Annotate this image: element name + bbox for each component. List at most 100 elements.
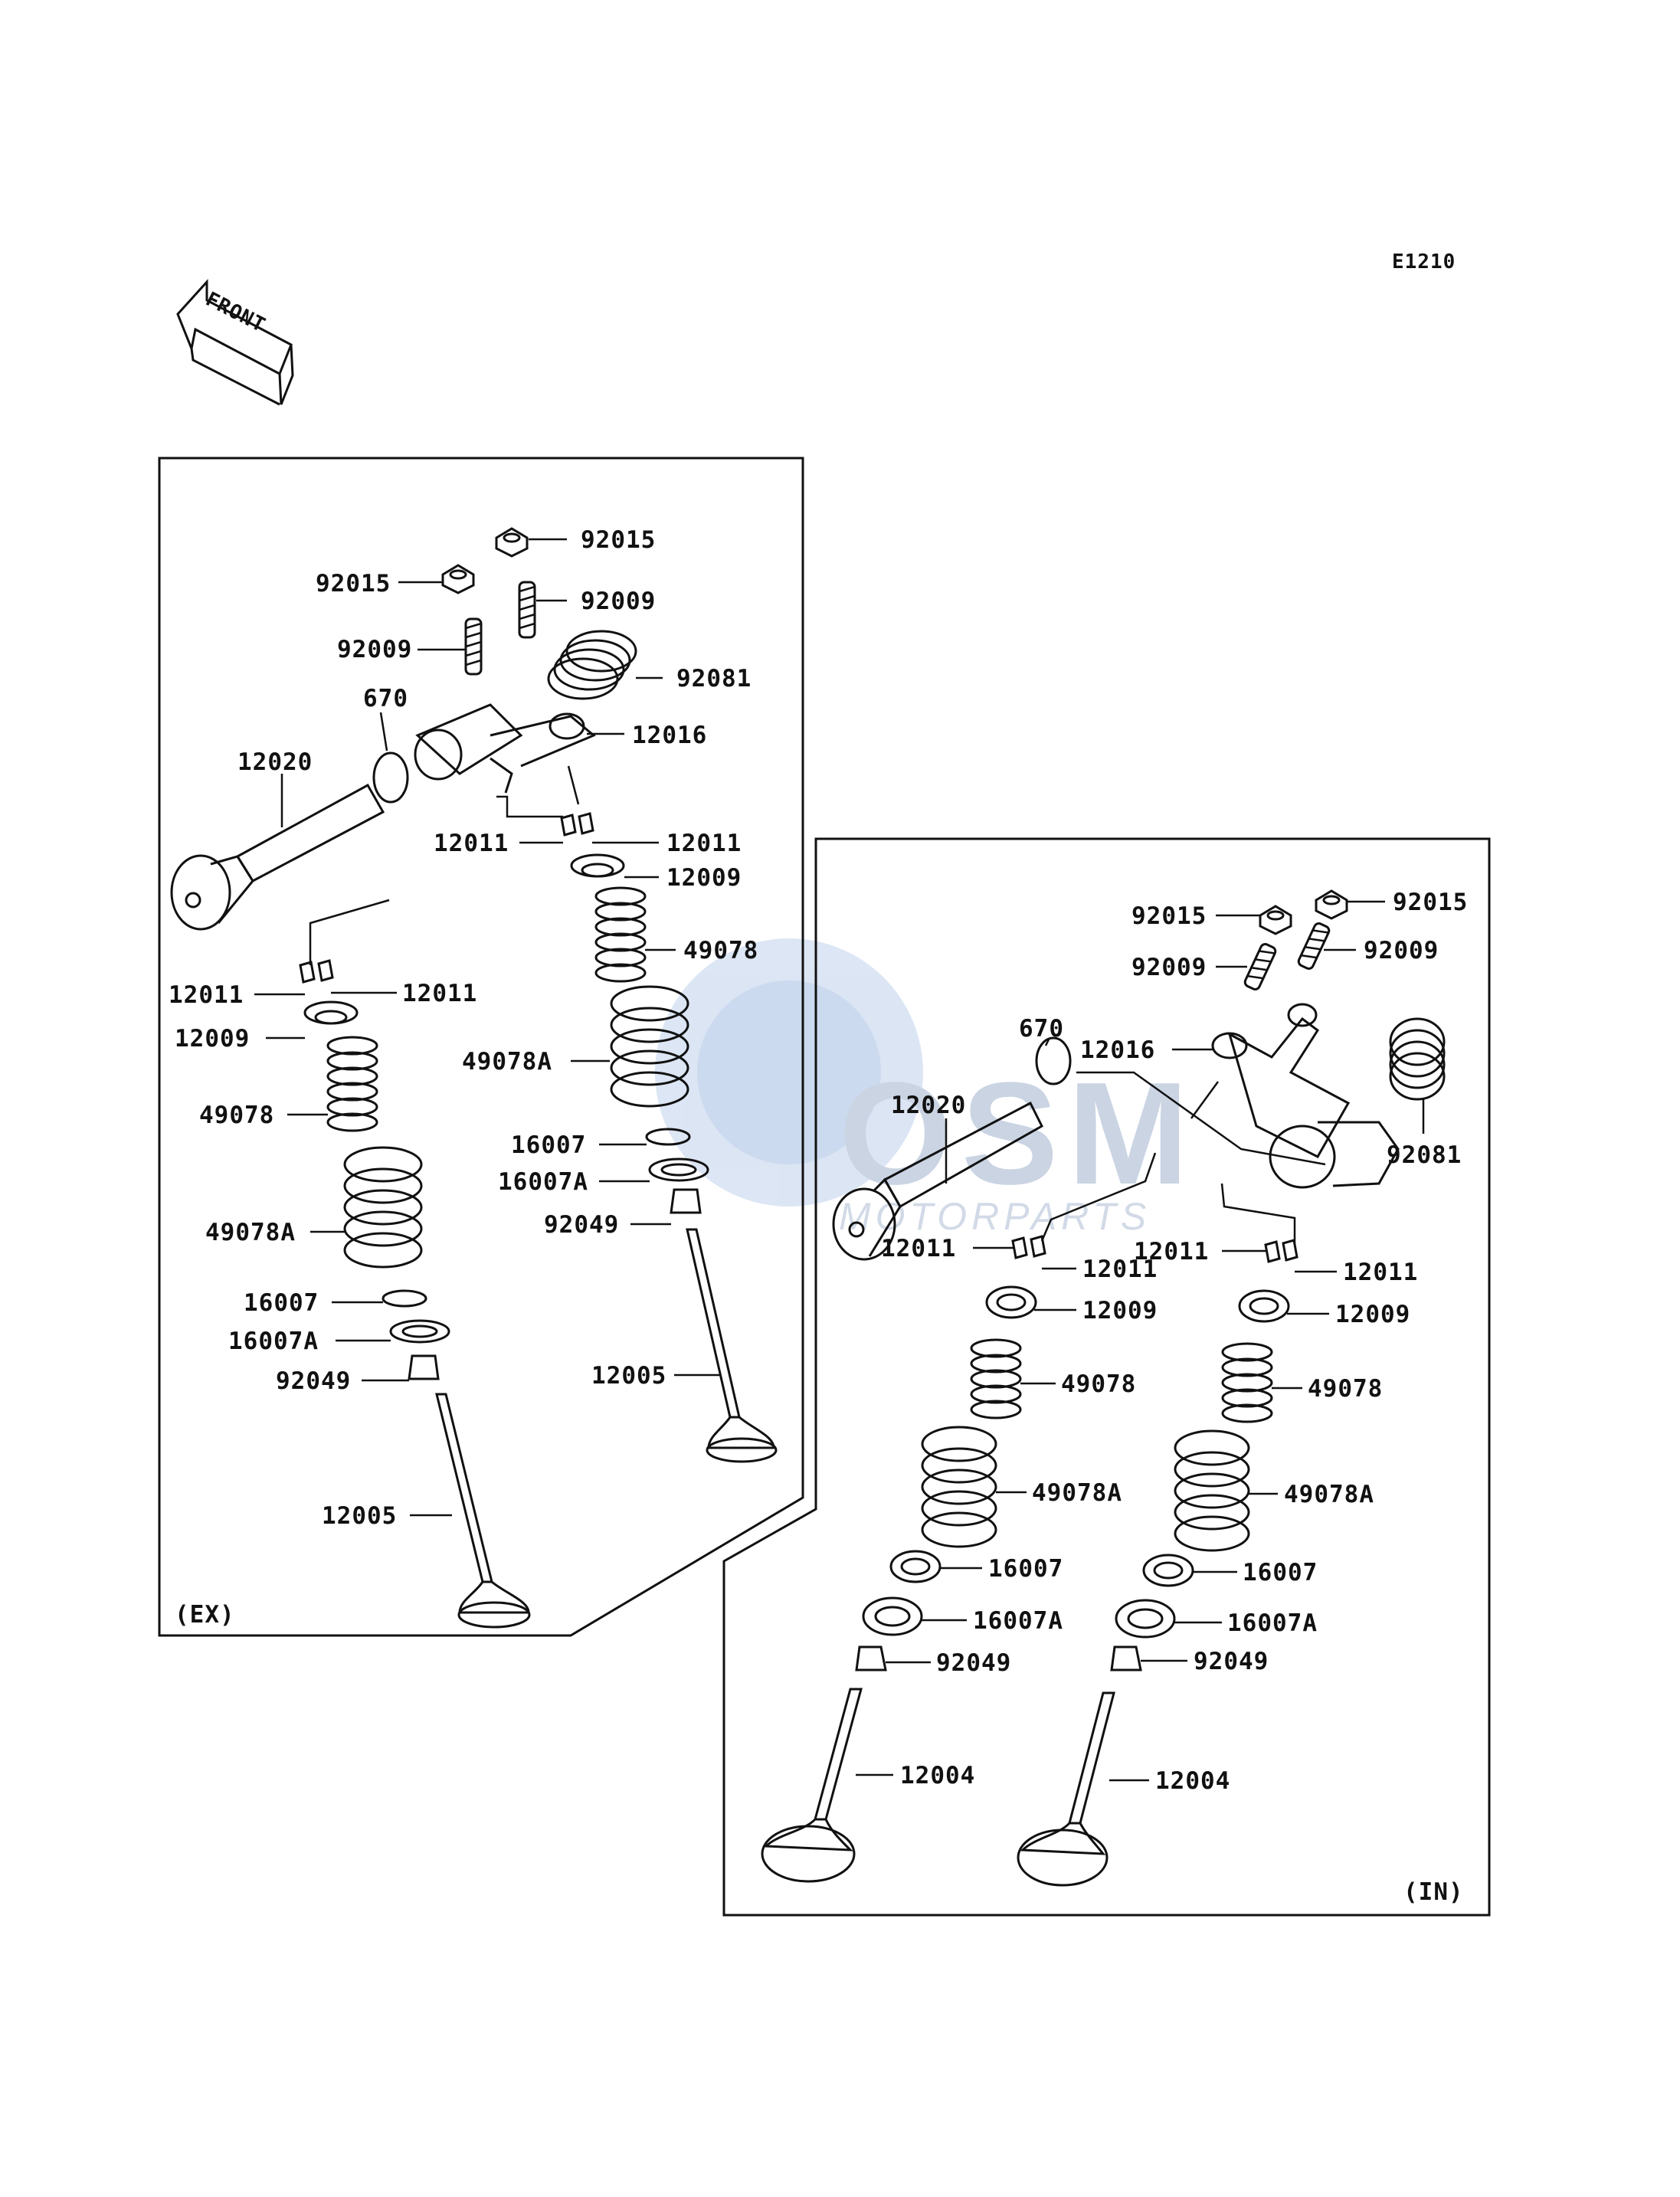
- stem-seal-icon: [855, 1645, 887, 1671]
- rocker-arm-icon: [1211, 1003, 1400, 1189]
- nut-icon: [1259, 905, 1292, 935]
- spring-retainer-icon: [570, 853, 625, 878]
- part-label: 49078: [683, 937, 758, 964]
- spring-retainer-icon: [303, 1000, 359, 1025]
- inner-spring-icon: [970, 1338, 1022, 1419]
- exhaust-valve-icon: [686, 1228, 778, 1463]
- spring-seat-icon: [645, 1128, 691, 1146]
- screw-icon: [1243, 943, 1277, 990]
- connector-line: [567, 765, 580, 805]
- part-label: 670: [363, 685, 408, 712]
- connector-line: [1220, 1183, 1296, 1245]
- part-label: 92081: [676, 665, 752, 692]
- valve-stack-left: [761, 1235, 1046, 1883]
- part-label: 16007: [988, 1555, 1063, 1583]
- connector-line: [309, 899, 390, 965]
- part-label: 12011: [169, 981, 244, 1009]
- part-label: 49078A: [205, 1219, 296, 1246]
- section-label: (EX): [175, 1601, 235, 1629]
- spring-seat-a-icon: [648, 1157, 709, 1182]
- outer-spring-icon: [921, 1426, 997, 1548]
- outer-spring-icon: [610, 985, 689, 1108]
- part-label: 12020: [237, 748, 313, 776]
- part-label: 12009: [175, 1025, 250, 1053]
- connector-line: [496, 795, 563, 818]
- o-ring-icon: [372, 751, 409, 804]
- part-label: 92015: [316, 570, 391, 598]
- valve-cotter-icon: [1264, 1239, 1298, 1263]
- part-label: 49078: [199, 1102, 274, 1129]
- valve-stack-left: [299, 959, 531, 1629]
- nut-icon: [495, 527, 529, 558]
- spring-retainer-icon: [1238, 1289, 1290, 1323]
- valve-stack-right: [560, 812, 778, 1463]
- part-label: 12011: [1343, 1259, 1418, 1286]
- part-label: 92049: [544, 1211, 619, 1239]
- connector-line: [1040, 1152, 1157, 1242]
- intake-valve-icon: [1017, 1691, 1115, 1887]
- spring-seat-icon: [1142, 1554, 1194, 1587]
- intake-frame: [722, 837, 1491, 1917]
- part-label: 12011: [1082, 1256, 1158, 1283]
- part-label: 670: [1019, 1015, 1064, 1043]
- part-label: 12016: [1080, 1036, 1155, 1064]
- part-label: 92009: [337, 636, 412, 663]
- part-label: 92049: [276, 1367, 351, 1395]
- inner-spring-icon: [1221, 1342, 1273, 1423]
- inner-spring-icon: [326, 1036, 378, 1132]
- part-label: 12009: [666, 864, 742, 892]
- rocker-shaft-icon: [832, 1101, 1043, 1261]
- part-label: 16007A: [228, 1328, 319, 1355]
- valve-cotter-icon: [299, 959, 334, 984]
- valve-cotter-icon: [1011, 1235, 1046, 1259]
- part-label: 92009: [1364, 937, 1439, 964]
- part-label: 12009: [1082, 1297, 1158, 1324]
- nut-icon: [441, 564, 475, 594]
- part-label: 49078A: [1284, 1481, 1374, 1508]
- screw-icon: [1297, 922, 1331, 970]
- spring-seat-a-icon: [389, 1319, 450, 1344]
- intake-assembly: 92015 92015 92009 92009 670 12016 12020 …: [761, 889, 1468, 1906]
- front-arrow: FRONT: [176, 279, 294, 406]
- front-label: FRONT: [202, 288, 270, 338]
- rocker-arm-icon: [414, 703, 596, 794]
- part-label: 92015: [1393, 889, 1468, 916]
- watermark-brand: OSM: [839, 1053, 1198, 1215]
- exhaust-valve-icon: [435, 1393, 531, 1629]
- leader-line: [379, 712, 388, 751]
- part-label: 92081: [1387, 1141, 1462, 1169]
- stem-seal-icon: [1110, 1645, 1142, 1671]
- screw-icon: [464, 617, 483, 676]
- part-label: 16007A: [1227, 1609, 1318, 1637]
- outer-spring-icon: [343, 1146, 423, 1269]
- part-label: 12011: [666, 830, 742, 857]
- part-label: 12011: [434, 830, 509, 857]
- watermark-globe: [655, 938, 923, 1207]
- part-label: 92009: [1131, 954, 1207, 981]
- stem-seal-icon: [408, 1354, 440, 1380]
- part-label: 16007: [244, 1289, 319, 1317]
- part-label: 92009: [581, 588, 656, 615]
- spring-retainer-icon: [985, 1285, 1037, 1319]
- nut-icon: [1315, 889, 1348, 920]
- part-label: 12004: [900, 1762, 975, 1789]
- part-label: 16007: [1243, 1559, 1318, 1586]
- part-label: 12016: [632, 722, 707, 749]
- coil-spring-icon: [547, 630, 637, 700]
- part-label: 49078: [1308, 1375, 1383, 1403]
- spring-seat-a-icon: [1115, 1599, 1176, 1639]
- part-label: 49078A: [462, 1048, 552, 1076]
- exhaust-assembly: 92015 92015 92009 92009 92081 670 12020 …: [169, 526, 778, 1629]
- part-label: 12004: [1155, 1767, 1230, 1795]
- connector-line: [1190, 1081, 1220, 1119]
- part-label: 16007: [511, 1131, 586, 1159]
- spring-seat-icon: [382, 1289, 427, 1308]
- part-label: 12011: [402, 980, 477, 1007]
- outer-spring-icon: [1174, 1429, 1250, 1552]
- part-label: 92015: [581, 526, 656, 554]
- part-label: 49078A: [1032, 1479, 1122, 1507]
- valve-stack-right: [1017, 1239, 1298, 1887]
- exhaust-frame: [158, 457, 804, 1637]
- stem-seal-icon: [670, 1188, 702, 1214]
- part-label: 92015: [1131, 902, 1207, 930]
